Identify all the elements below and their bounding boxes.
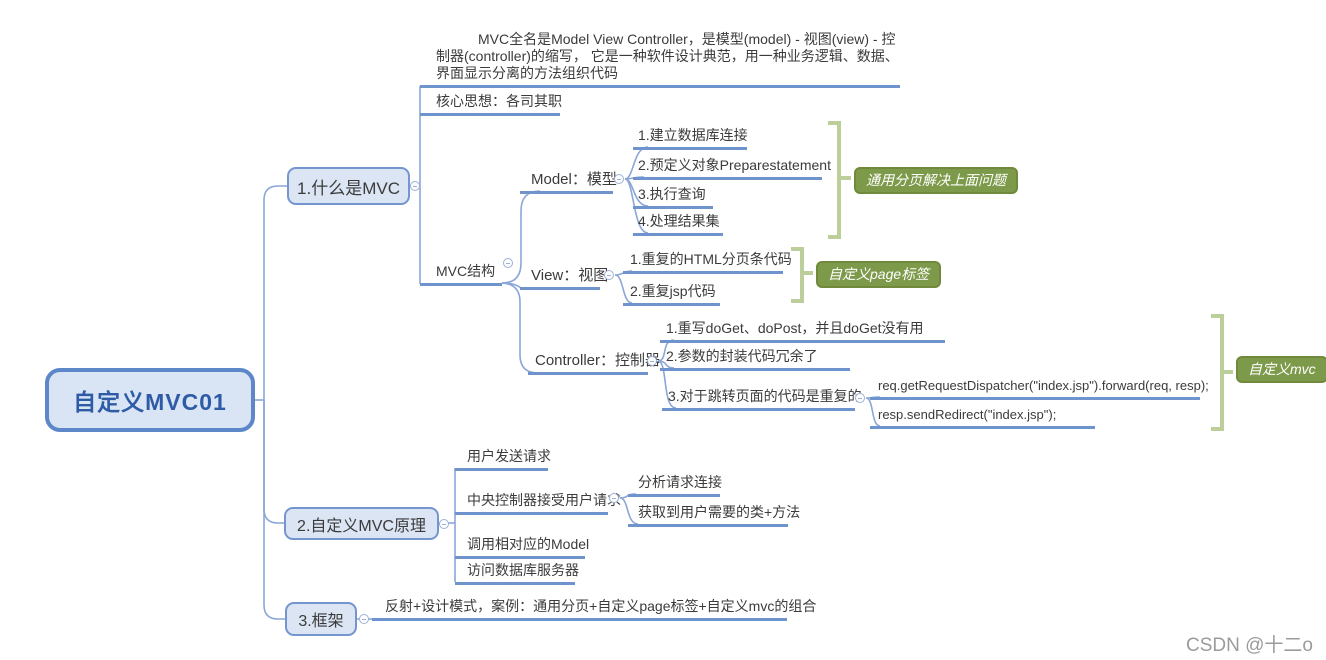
collapse-toggle-jump-code[interactable] — [855, 393, 865, 403]
model-summary-callout[interactable]: 通用分页解决上面问题 — [854, 167, 1018, 194]
collapse-toggle-branch2[interactable] — [439, 519, 449, 529]
branch2-sub-item-1[interactable]: 分析请求连接 — [628, 474, 722, 497]
collapse-toggle-branch3[interactable] — [359, 614, 369, 624]
branch2-item-4[interactable]: 访问数据库服务器 — [455, 562, 579, 585]
model-item-4[interactable]: 4.处理结果集 — [633, 213, 723, 236]
model-node[interactable]: Model：模型 — [520, 171, 617, 194]
view-node[interactable]: View：视图 — [520, 267, 608, 290]
root-topic[interactable]: 自定义MVC01 — [45, 368, 255, 432]
branch2-topic[interactable]: 2.自定义MVC原理 — [284, 507, 439, 540]
controller-code-forward[interactable]: req.getRequestDispatcher("index.jsp").fo… — [870, 378, 1209, 400]
branch2-item-2[interactable]: 中央控制器接受用户请求 — [455, 492, 621, 515]
collapse-toggle-branch1[interactable] — [410, 181, 420, 191]
view-item-1[interactable]: 1.重复的HTML分页条代码 — [623, 251, 792, 274]
branch2-item-1[interactable]: 用户发送请求 — [455, 448, 551, 471]
collapse-toggle-central-controller[interactable] — [609, 493, 619, 503]
branch3-item[interactable]: 反射+设计模式，案例：通用分页+自定义page标签+自定义mvc的组合 — [372, 598, 816, 621]
controller-item-2[interactable]: 2.参数的封装代码冗余了 — [660, 348, 850, 371]
controller-node[interactable]: Controller：控制器 — [528, 352, 660, 375]
branch1-description-node[interactable]: MVC全名是Model View Controller，是模型(model) -… — [420, 31, 900, 88]
controller-item-3[interactable]: 3.对于跳转页面的代码是重复的 — [662, 388, 862, 411]
model-item-2[interactable]: 2.预定义对象Preparestatement — [633, 157, 831, 180]
collapse-toggle-model[interactable] — [614, 174, 624, 184]
controller-item-1[interactable]: 1.重写doGet、doPost，并且doGet没有用 — [660, 320, 945, 343]
model-item-3[interactable]: 3.执行查询 — [633, 186, 713, 209]
model-item-1[interactable]: 1.建立数据库连接 — [633, 127, 748, 150]
controller-summary-callout[interactable]: 自定义mvc — [1236, 356, 1326, 383]
branch1-topic[interactable]: 1.什么是MVC — [287, 167, 410, 205]
view-summary-callout[interactable]: 自定义page标签 — [816, 261, 942, 288]
branch2-item-3[interactable]: 调用相对应的Model — [455, 536, 589, 559]
view-item-2[interactable]: 2.重复jsp代码 — [623, 283, 720, 306]
branch3-topic[interactable]: 3.框架 — [285, 602, 357, 636]
collapse-toggle-view[interactable] — [604, 270, 614, 280]
csdn-watermark: CSDN @十二o — [1186, 635, 1313, 656]
controller-code-redirect[interactable]: resp.sendRedirect("index.jsp"); — [870, 407, 1095, 429]
collapse-toggle-controller[interactable] — [647, 356, 657, 366]
branch1-core-idea-node[interactable]: 核心思想：各司其职 — [420, 93, 562, 116]
branch2-sub-item-2[interactable]: 获取到用户需要的类+方法 — [628, 504, 800, 527]
collapse-toggle-structure[interactable] — [503, 258, 513, 268]
mvc-structure-node[interactable]: MVC结构 — [420, 263, 502, 286]
